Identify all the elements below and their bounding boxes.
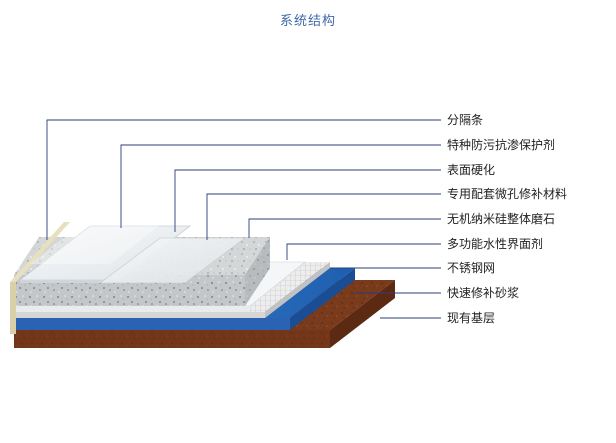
leader-line-terrazzo: [248, 218, 441, 238]
leader-line-interface: [286, 243, 441, 260]
label-protection-agent: 特种防污抗渗保护剂: [447, 138, 556, 152]
label-interface-agent: 多功能水性界面剂: [447, 237, 544, 251]
label-repair-material: 专用配套微孔修补材料: [447, 187, 568, 201]
surface-panels: [18, 225, 247, 284]
leader-line-divider: [46, 119, 441, 240]
label-steel-mesh: 不锈钢网: [447, 261, 496, 275]
leader-line-repair-material: [206, 193, 441, 240]
label-existing-base: 现有基层: [447, 311, 496, 325]
leader-line-hardening: [174, 169, 441, 232]
leader-line-protection: [120, 144, 441, 228]
leader-lines: [46, 119, 441, 319]
diagram-title: 系统结构: [279, 14, 336, 29]
label-divider-strip: 分隔条: [447, 113, 484, 127]
label-surface-hardening: 表面硬化: [447, 163, 496, 177]
label-terrazzo: 无机纳米硅整体磨石: [447, 212, 556, 226]
divider-strip: [10, 222, 70, 334]
label-repair-mortar: 快速修补砂浆: [447, 286, 520, 300]
